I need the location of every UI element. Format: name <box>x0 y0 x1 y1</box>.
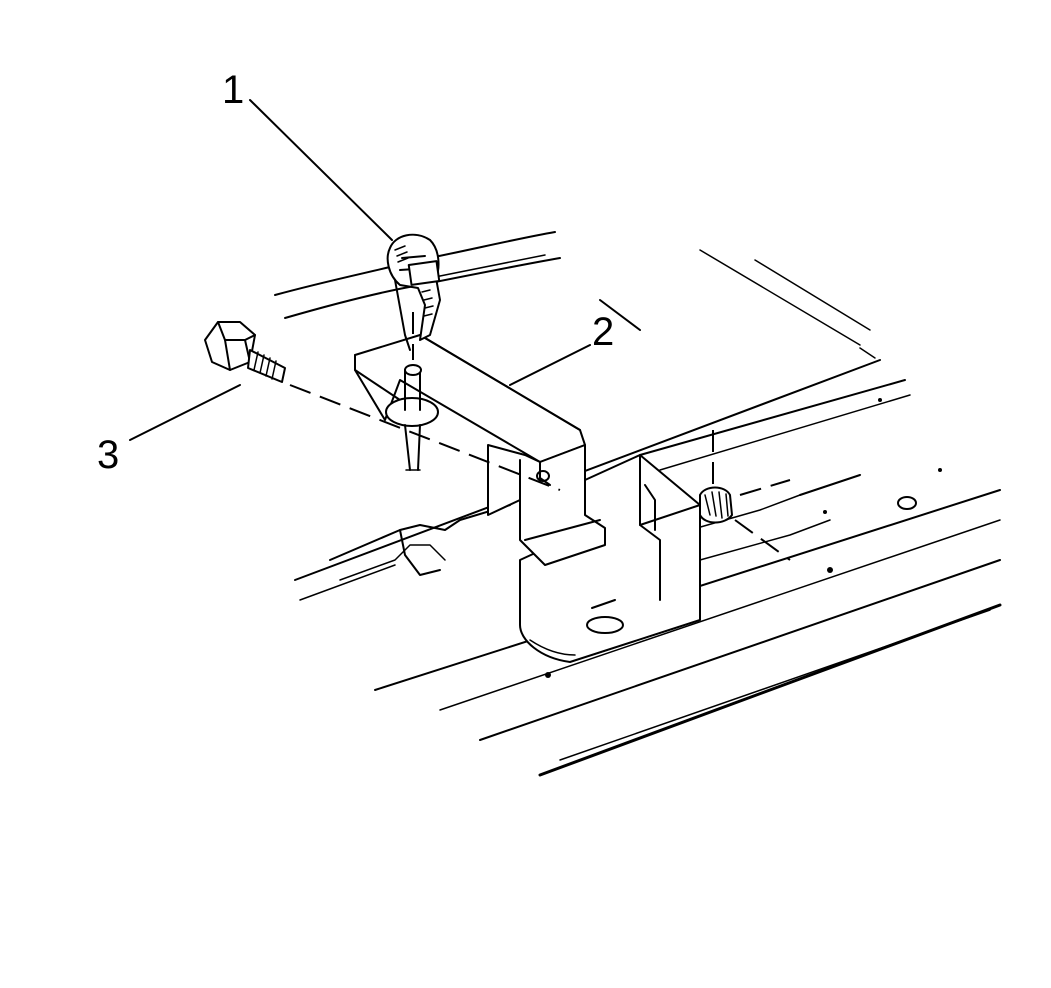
leader-line-2 <box>509 344 591 386</box>
leader-line-3 <box>129 384 241 441</box>
leader-line-1 <box>249 99 393 241</box>
callout-3: 3 <box>97 433 119 477</box>
frame-rail-lines <box>294 249 1002 777</box>
callout-1: 1 <box>222 68 244 112</box>
leader-lines <box>129 99 591 441</box>
frame-mount-bracket <box>519 454 701 663</box>
callout-2: 2 <box>592 310 614 354</box>
nut <box>699 486 733 524</box>
bracket <box>354 334 606 566</box>
bolt <box>204 321 286 383</box>
callout-labels: 1 2 3 <box>97 68 614 477</box>
alignment-lines <box>289 312 791 561</box>
push-pin <box>385 364 439 471</box>
tie-strap <box>386 233 441 351</box>
